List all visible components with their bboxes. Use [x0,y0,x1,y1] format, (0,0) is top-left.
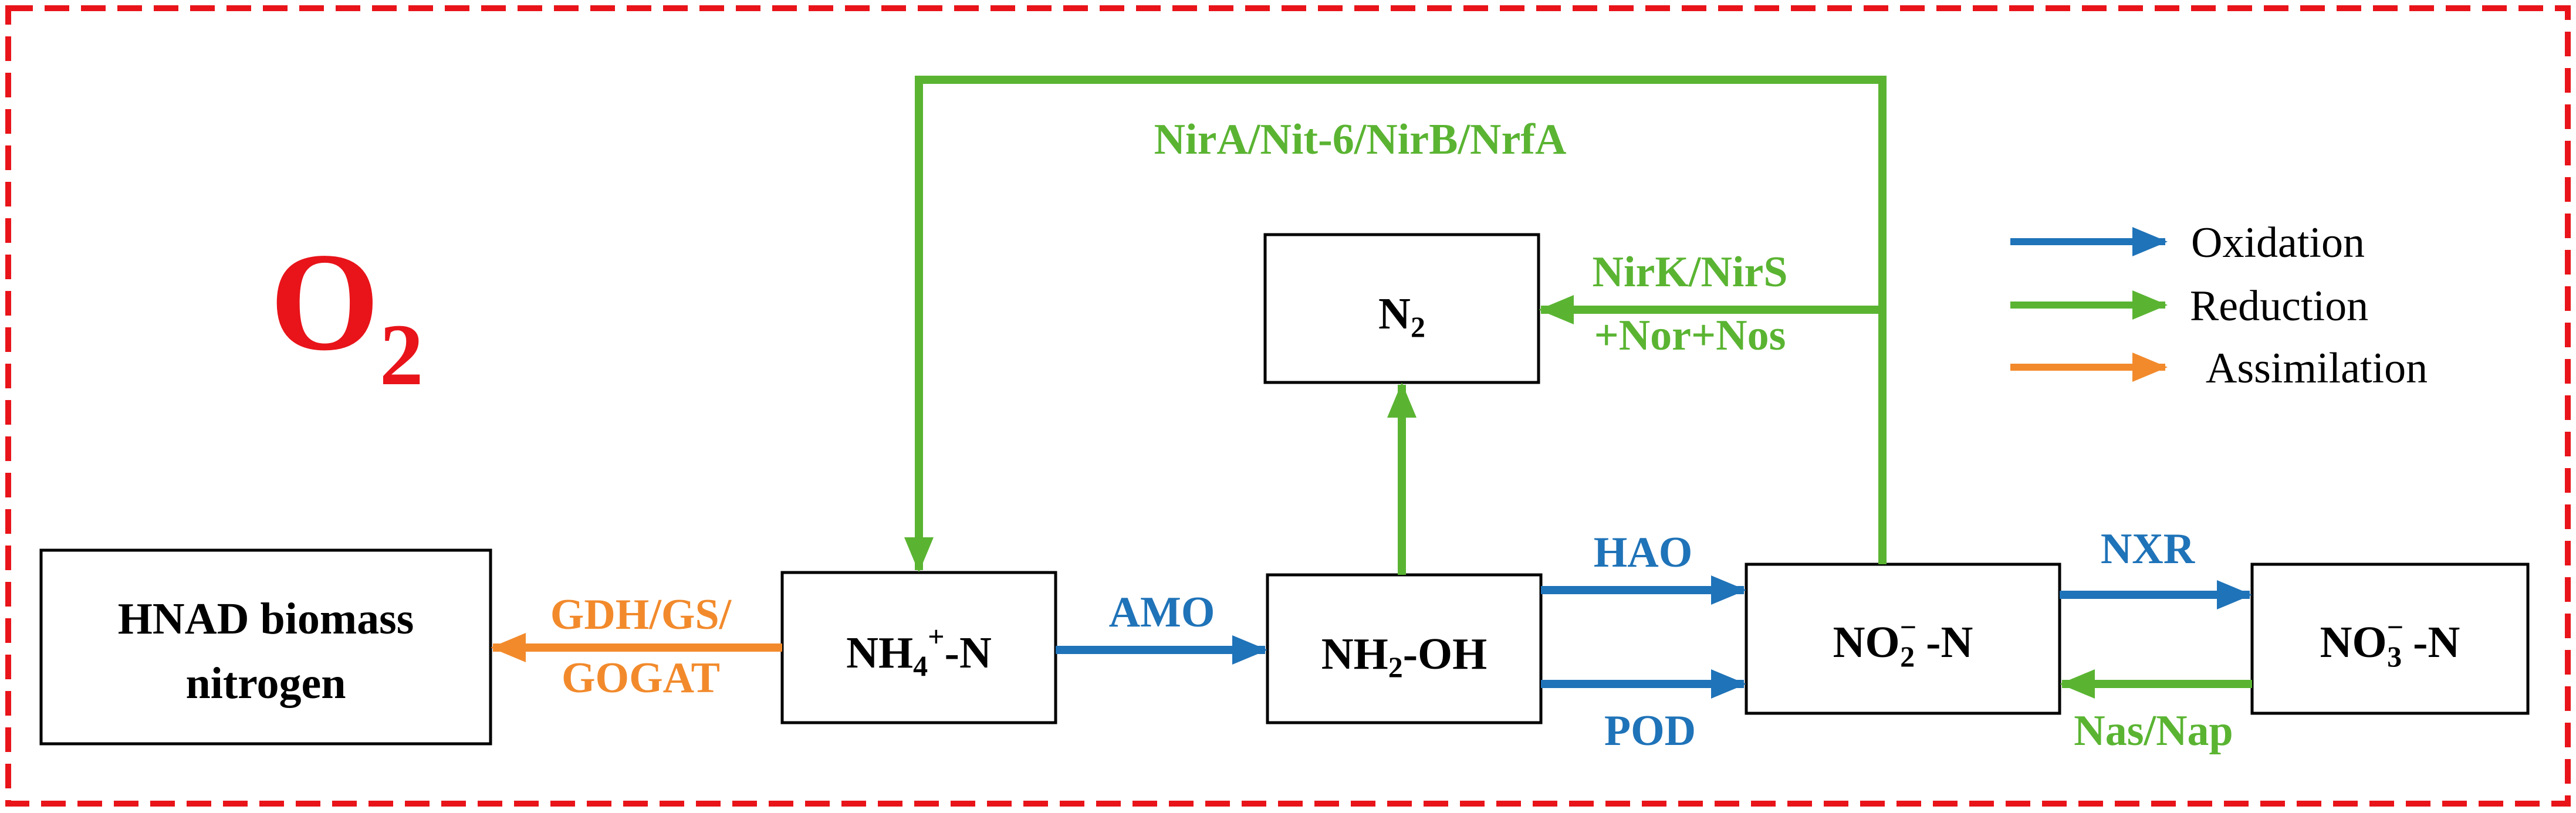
label-hao: HAO [1594,529,1693,577]
box-hnad-biomass [39,548,492,746]
label-nira-group: NirA/Nit-6/NirB/NrfA [1154,116,1567,164]
nh2oh-label: NH2-OH [1321,629,1488,683]
legend-assimilation-label: Assimilation [2206,344,2428,392]
hnad-biomass-line2: nitrogen [185,659,346,708]
label-nirk-nirs: NirK/NirS [1593,248,1788,296]
label-pod: POD [1604,707,1696,755]
oxygen-label: O2 [270,223,424,404]
label-gogat: GOGAT [562,654,720,702]
outer-dashed-frame [5,5,2571,807]
label-amo: AMO [1109,588,1215,636]
legend-oxidation-label: Oxidation [2191,219,2365,267]
n2-label: N2 [1378,289,1425,343]
hnad-biomass-line1: HNAD biomass [118,594,414,643]
arrow-reduction-nira-group [904,76,1887,573]
legend-reduction-label: Reduction [2190,282,2368,330]
box-no3 [2250,563,2530,715]
label-nas-nap: Nas/Nap [2074,707,2233,755]
label-nor-nos: +Nor+Nos [1594,311,1786,360]
no2-label: NO−2 -N [1833,611,1973,673]
box-nh4 [780,571,1057,724]
box-no2 [1745,563,2061,715]
no3-label: NO−3 -N [2320,611,2460,673]
label-gdh-gs: GDH/GS/ [550,591,732,639]
nh4-label: NH4+-N [846,620,992,682]
box-nh2oh [1266,573,1543,724]
legend: Oxidation Reduction Assimilation [2010,219,2428,392]
label-nxr: NXR [2101,525,2196,573]
